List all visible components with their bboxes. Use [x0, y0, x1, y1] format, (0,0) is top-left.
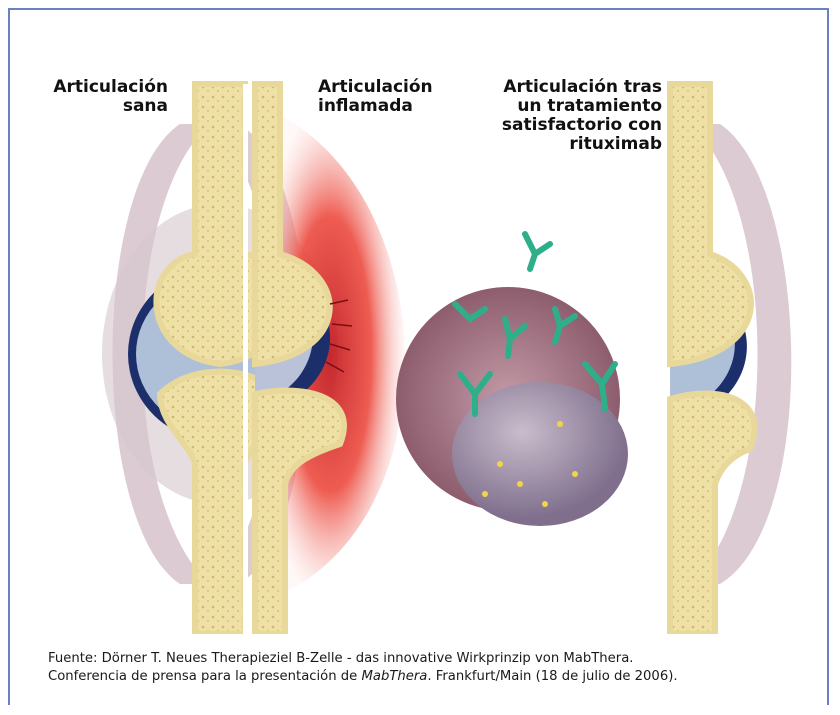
- magnified-antibody-view: [396, 234, 628, 526]
- joint-illustration: [30, 64, 820, 634]
- caption-line-2-post: . Frankfurt/Main (18 de julio de 2006).: [427, 669, 677, 684]
- caption-product-name: MabThera: [361, 669, 427, 684]
- label-inflamed-joint: Articulación inflamada: [318, 78, 458, 116]
- treated-joint: [670, 84, 791, 634]
- divider-line: [243, 84, 248, 634]
- label-healthy-joint: Articulación sana: [48, 78, 168, 116]
- source-caption: Fuente: Dörner T. Neues Therapieziel B-Z…: [48, 650, 828, 686]
- caption-line-2-pre: Conferencia de prensa para la presentaci…: [48, 669, 361, 684]
- caption-line-2: Conferencia de prensa para la presentaci…: [48, 668, 828, 686]
- inflamed-joint: [255, 84, 405, 634]
- label-treated-joint: Articulación tras un tratamiento satisfa…: [466, 78, 662, 154]
- caption-line-1: Fuente: Dörner T. Neues Therapieziel B-Z…: [48, 650, 828, 668]
